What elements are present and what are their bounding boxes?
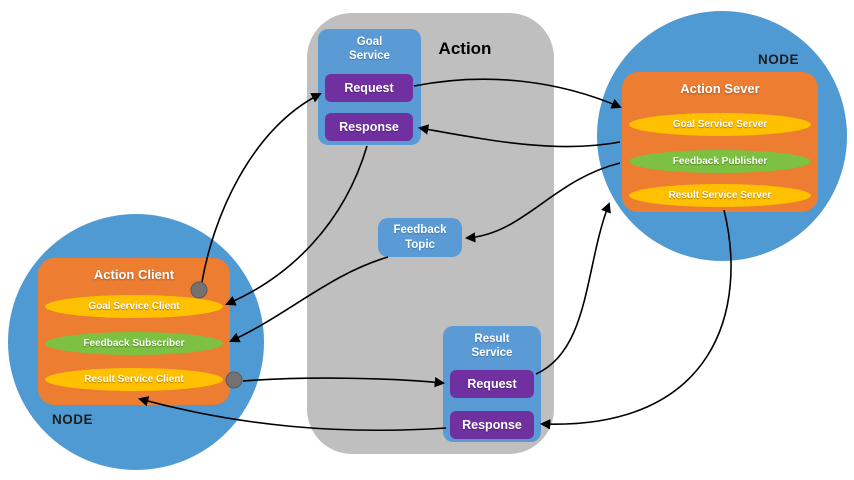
feedback-topic-box: Feedback Topic bbox=[378, 218, 462, 257]
action-server-title: Action Sever bbox=[680, 81, 760, 96]
feedback-topic-title: Feedback Topic bbox=[393, 224, 447, 251]
action-title: Action bbox=[438, 39, 492, 58]
action-server-box: Action Sever Goal Service Server Feedbac… bbox=[622, 72, 818, 212]
goal-service-box: Goal Service Request Response bbox=[318, 29, 421, 145]
server-node-label: NODE bbox=[758, 52, 800, 67]
client-node-label: NODE bbox=[52, 412, 94, 427]
result-request-box: Request bbox=[450, 370, 534, 398]
goal-response-box: Response bbox=[325, 113, 413, 141]
goal-service-title: Goal Service bbox=[349, 36, 390, 63]
result-service-title: Result Service bbox=[471, 333, 513, 360]
action-client-title: Action Client bbox=[93, 267, 175, 282]
feedback-subscriber-pill: Feedback Subscriber bbox=[45, 332, 223, 355]
goal-request-box: Request bbox=[325, 74, 413, 102]
goal-service-server-pill: Goal Service Server bbox=[629, 113, 811, 136]
result-service-server-pill: Result Service Server bbox=[629, 184, 811, 207]
goal-service-client-pill: Goal Service Client bbox=[45, 295, 223, 318]
result-service-box: Result Service Request Response bbox=[443, 326, 541, 442]
feedback-publisher-pill: Feedback Publisher bbox=[629, 150, 811, 173]
result-service-client-pill: Result Service Client bbox=[45, 368, 223, 391]
action-client-box: Action Client Goal Service Client Feedba… bbox=[38, 258, 230, 405]
result-response-box: Response bbox=[450, 411, 534, 439]
